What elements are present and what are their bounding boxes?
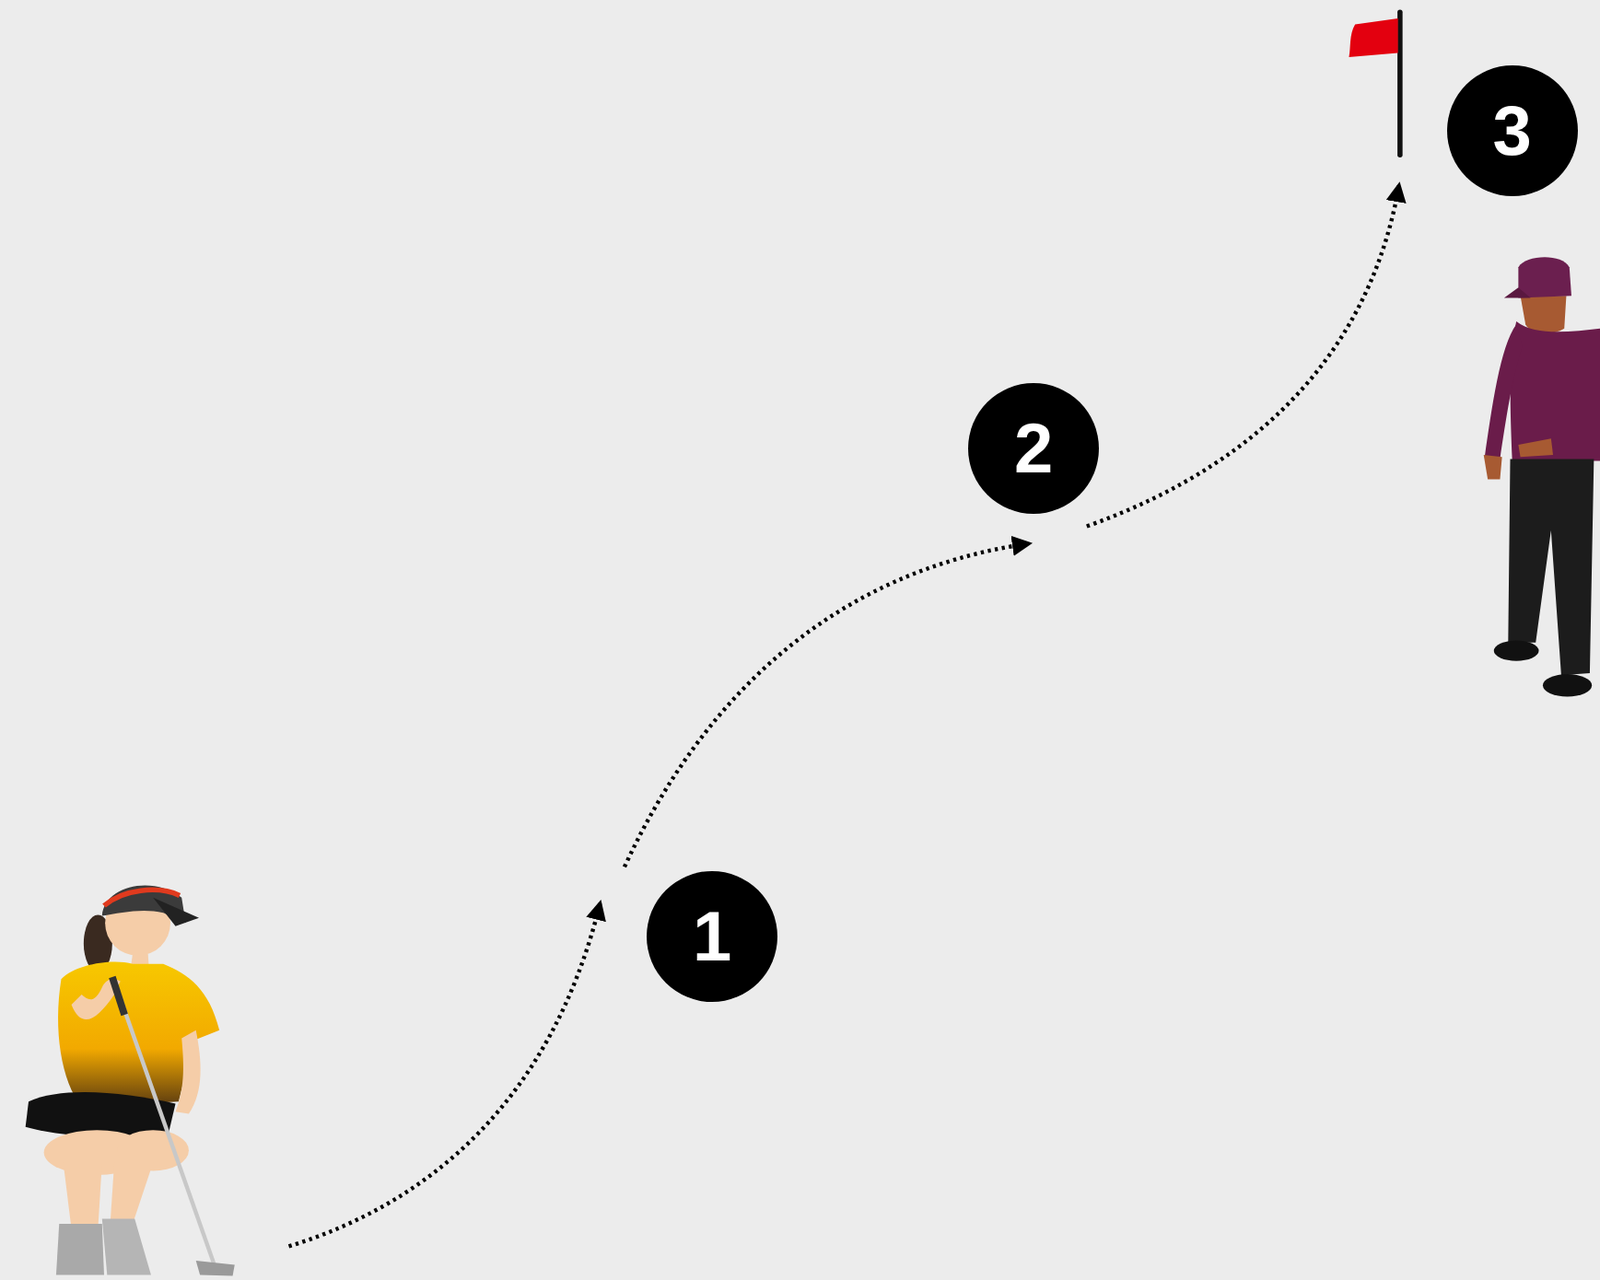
callout-circle: 1 [646, 871, 778, 1003]
callout-number: 2 [1014, 413, 1053, 484]
putt-segment [1086, 186, 1400, 527]
putt-segment [624, 543, 1029, 867]
golfer-man [1483, 256, 1600, 697]
putt-segment [289, 903, 601, 1247]
callout-circle: 2 [968, 383, 1099, 514]
golfer-woman [25, 885, 235, 1276]
callout-number: 1 [692, 901, 732, 972]
putt-line [289, 186, 1400, 1248]
callout-number: 3 [1493, 95, 1532, 166]
callout-circle: 3 [1447, 65, 1578, 197]
flag [1348, 11, 1400, 155]
